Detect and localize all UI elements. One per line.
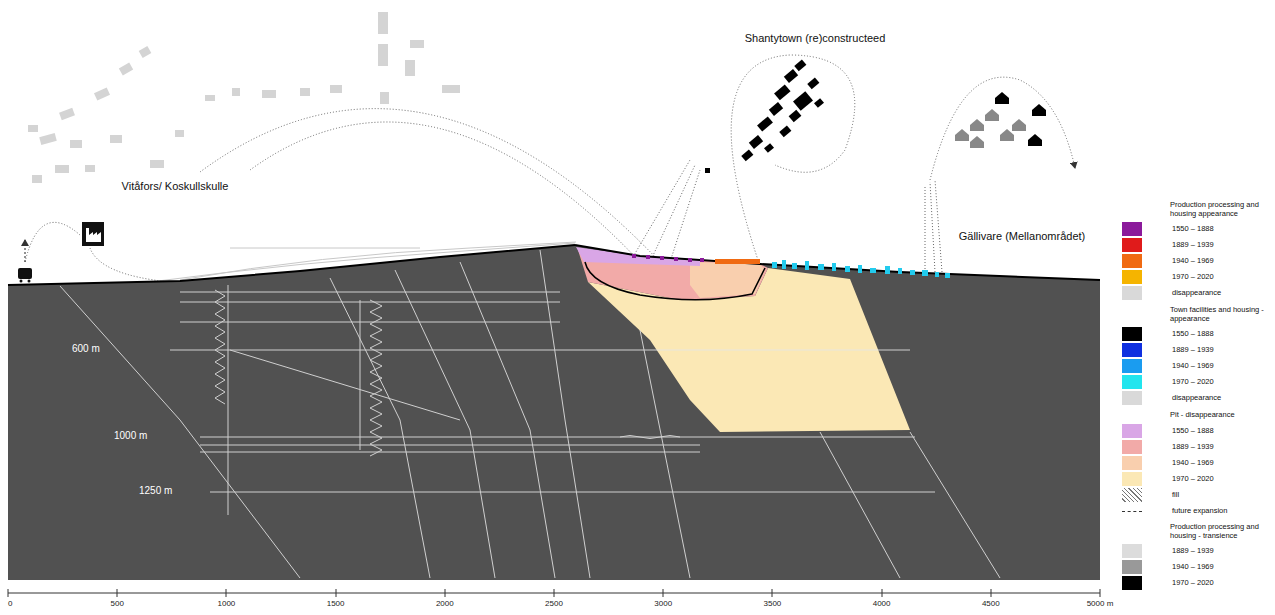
legend-text: 1550 – 1888 [1172,222,1214,236]
legend-text: 1889 – 1939 [1172,544,1214,558]
scale-label: 3000 [654,599,672,609]
legend-swatch [1122,576,1142,590]
legend-text: 1889 – 1939 [1172,343,1214,357]
legend-swatch [1122,238,1142,252]
legend-heading: Town facilities and housing - appearance [1170,305,1270,323]
hatch-sample [1122,488,1142,502]
legend-text: 1940 – 1969 [1172,359,1214,373]
legend-text: 1889 – 1939 [1172,440,1214,454]
place-label: Vitåfors/ Koskullskulle [122,180,229,193]
legend-swatch [1122,343,1142,357]
scale-label: 3500 [764,599,782,609]
depth-label: 1000 m [112,430,149,442]
legend-heading: Production processing and housing - tran… [1170,522,1270,540]
legend-swatch [1122,254,1142,268]
legend-heading: Production processing and housing appear… [1170,200,1270,218]
legend-text: future expansion [1172,504,1227,518]
legend-swatch [1122,359,1142,373]
legend-swatch [1122,424,1142,438]
legend-swatch [1122,270,1142,284]
legend-swatch [1122,391,1142,405]
legend-text: 1550 – 1888 [1172,327,1214,341]
legend-text: 1889 – 1939 [1172,238,1214,252]
depth-label: 600 m [70,343,102,355]
dash-sample [1122,511,1142,512]
scale-label: 500 [111,599,124,609]
legend-swatch [1122,560,1142,574]
legend-text: 1970 – 2020 [1172,576,1214,590]
scale-label: 1500 [327,599,345,609]
scale-label: 2000 [436,599,454,609]
legend-text: 1970 – 2020 [1172,270,1214,284]
scale-label: 2500 [545,599,563,609]
legend-swatch [1122,440,1142,454]
place-label: Gällivare (Mellanområdet) [959,230,1086,243]
depth-label: 1250 m [137,485,174,497]
legend-swatch [1122,456,1142,470]
legend-swatch [1122,286,1142,300]
legend-text: disappearance [1172,286,1221,300]
scale-label: 1000 [218,599,236,609]
legend-text: 1550 – 1888 [1172,424,1214,438]
legend-text: 1970 – 2020 [1172,375,1214,389]
scale-label: 4000 [873,599,891,609]
legend-swatch [1122,472,1142,486]
legend-swatch [1122,327,1142,341]
scale-label: 0 [8,599,12,609]
legend-text: disappearance [1172,391,1221,405]
legend-text: 1940 – 1969 [1172,456,1214,470]
legend-text: 1970 – 2020 [1172,472,1214,486]
legend-text: 1940 – 1969 [1172,254,1214,268]
legend-swatch [1122,222,1142,236]
scale-label: 5000 m [1087,599,1114,609]
legend-swatch [1122,544,1142,558]
scale-label: 4500 [982,599,1000,609]
place-label: Shantytown (re)constructeed [745,32,886,45]
legend-swatch [1122,375,1142,389]
legend-heading: Pit - disappearance [1170,410,1270,419]
legend-text: fill [1172,488,1179,502]
legend-text: 1940 – 1969 [1172,560,1214,574]
